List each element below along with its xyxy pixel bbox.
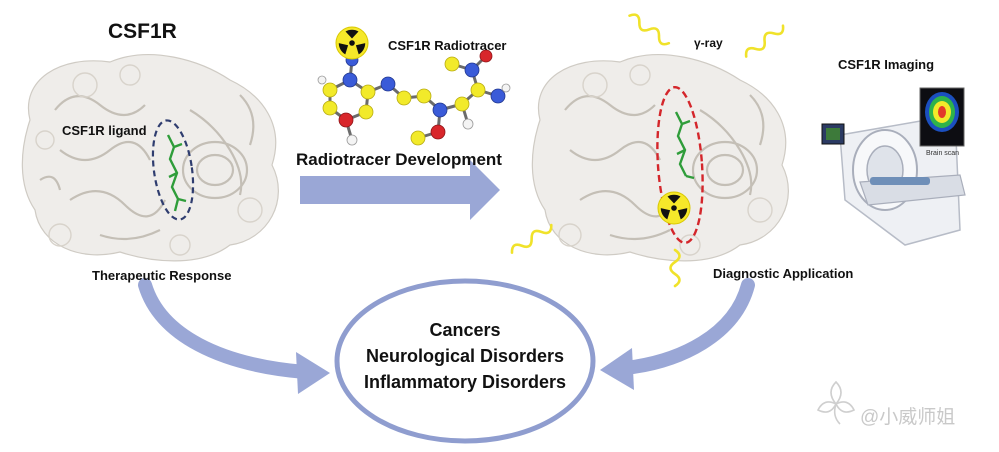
brain-scan-label: Brain scan — [926, 150, 960, 157]
watermark-text: @小威师姐 — [860, 407, 956, 428]
outcomes-ellipse — [334, 278, 596, 444]
gamma-wave-icons — [510, 13, 785, 288]
brain-scan-image — [919, 87, 965, 147]
ligand-binding-outline-left — [151, 119, 195, 221]
radiation-icon-right — [657, 191, 691, 225]
outcome-inflammatory: Inflammatory Disorders — [363, 372, 567, 392]
development-arrow — [300, 160, 500, 220]
watermark-logo-icon — [816, 380, 856, 425]
protein-structure-right — [531, 54, 789, 262]
protein-title-left: CSF1R — [108, 20, 177, 43]
outcome-neurological: Neurological Disorders — [365, 346, 565, 366]
outcome-cancers: Cancers — [429, 320, 501, 340]
diagnostic-label: Diagnostic Application — [713, 266, 854, 281]
radiation-icon-top — [335, 26, 369, 60]
ligand-binding-outline-right — [656, 85, 704, 245]
pet-scanner-icon — [821, 114, 966, 246]
therapeutic-arrow — [138, 278, 330, 394]
ligand-label: CSF1R ligand — [62, 123, 147, 138]
therapeutic-label: Therapeutic Response — [92, 268, 232, 283]
imaging-label: CSF1R Imaging — [838, 57, 935, 72]
ligand-molecule-left — [166, 134, 187, 212]
radiotracer-label: CSF1R Radiotracer — [388, 38, 507, 53]
development-label: Radiotracer Development — [296, 150, 502, 169]
protein-structure-left — [21, 54, 279, 262]
radiotracer-molecule — [317, 49, 511, 146]
ligand-molecule-right — [674, 111, 695, 180]
diagnostic-arrow — [600, 278, 755, 390]
gamma-ray-label: γ-ray — [694, 36, 723, 50]
